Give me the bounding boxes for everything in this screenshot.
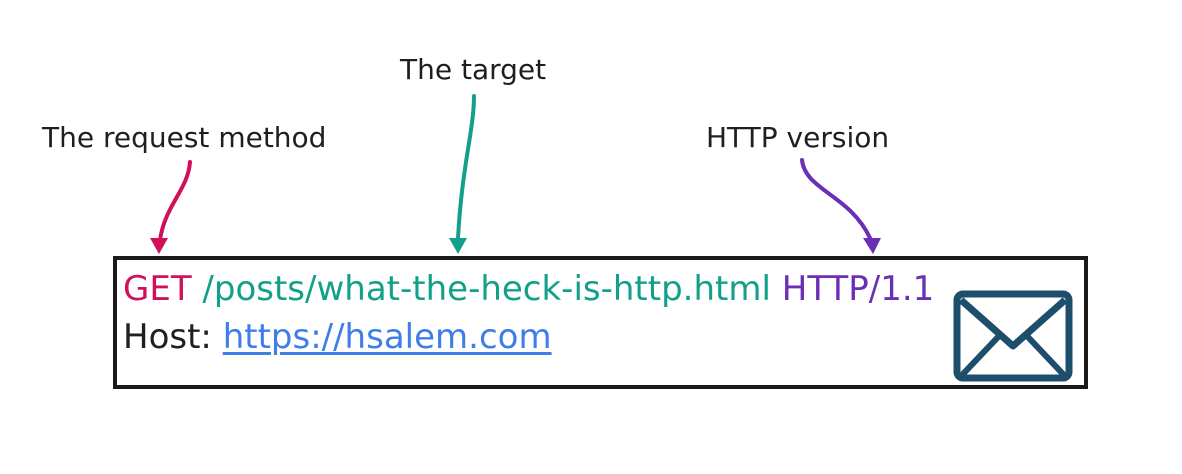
host-url-link[interactable]: https://hsalem.com bbox=[222, 317, 552, 357]
request-line: GET /posts/what-the-heck-is-http.html HT… bbox=[123, 272, 934, 306]
request-version: HTTP/1.1 bbox=[781, 269, 935, 309]
envelope-icon bbox=[953, 290, 1073, 382]
http-request-box: GET /posts/what-the-heck-is-http.html HT… bbox=[113, 256, 1088, 389]
arrow-method-head bbox=[150, 238, 168, 254]
host-header-line: Host: https://hsalem.com bbox=[123, 320, 552, 354]
arrow-version bbox=[800, 158, 872, 240]
host-header-name: Host: bbox=[123, 317, 212, 357]
arrow-version-head bbox=[863, 238, 881, 254]
label-request-method: The request method bbox=[42, 121, 327, 154]
label-http-version: HTTP version bbox=[706, 121, 890, 154]
arrow-method bbox=[158, 160, 192, 242]
label-target: The target bbox=[400, 53, 547, 86]
request-target: /posts/what-the-heck-is-http.html bbox=[202, 269, 771, 309]
arrow-target-head bbox=[449, 238, 467, 254]
arrow-target bbox=[456, 94, 476, 240]
request-method: GET bbox=[123, 269, 192, 309]
